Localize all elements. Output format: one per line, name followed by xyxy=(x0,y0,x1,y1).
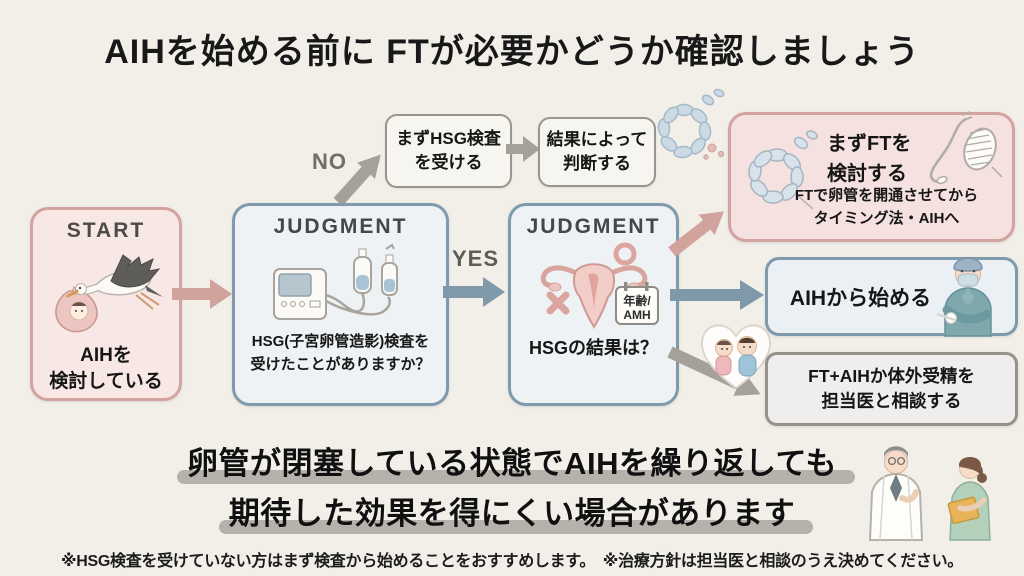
judgment1-box: JUDGMENT HSG(子宮卵管造影)検査を 受けたことがありますか？ xyxy=(232,203,449,406)
judgment2-question: HSGの結果は？ xyxy=(528,338,658,358)
cell-cluster-icon xyxy=(657,88,725,160)
start-text: AIHを 検討している xyxy=(49,345,163,392)
ft-subtitle: FTで卵管を開通させてから タイミング法・AIHへ xyxy=(794,187,979,227)
box-result: 結果によって 判断する xyxy=(538,117,656,187)
box-hsg-first: まずHSG検査 を受ける xyxy=(385,114,512,188)
warning-line1: 卵管が閉塞している状態でAIHを繰り返しても xyxy=(177,438,855,484)
consult-box-line1: FT+AIHか体外受精を xyxy=(808,365,975,386)
surgeon-illustration xyxy=(936,257,992,337)
hsg-machine-illustration xyxy=(272,243,398,320)
ft-box: まずFTを 検討する FTで卵管を開通させてから タイミング法・AIHへ xyxy=(728,111,1015,242)
footer-note: ※HSG検査を受けていない方はまず検査から始めることをおすすめします。 ※治療方… xyxy=(60,553,963,570)
calendar-text-line1: 年齢/ xyxy=(623,293,651,308)
consult-box-line2: 担当医と相談する xyxy=(821,391,962,411)
box-hsg-first-line2: を受ける xyxy=(414,153,483,172)
box-hsg-first-line1: まずHSG検査 xyxy=(396,129,501,149)
aih-box-text: AIHから始める xyxy=(789,286,932,310)
ft-title: まずFTを 検討する xyxy=(827,133,912,185)
arrow-to-ft-icon xyxy=(668,211,725,257)
start-label: START xyxy=(66,219,146,242)
judgment2-label: JUDGMENT xyxy=(526,215,661,238)
warning-line2: 期待した効果を得にくい場合があります xyxy=(218,488,814,534)
arrow-start-to-judgment1-icon xyxy=(172,279,232,309)
uterus-illustration: 年齢/ AMH xyxy=(540,242,659,329)
start-box: START AIHを 検討している xyxy=(30,207,182,401)
judgment2-box: JUDGMENT 年齢/ AMH HSGの結果は？ xyxy=(508,203,679,406)
judgment1-label: JUDGMENT xyxy=(273,215,408,238)
stork-baby-illustration xyxy=(55,254,163,333)
page-title: AIHを始める前に FTが必要かどうか確認しましょう xyxy=(104,33,920,71)
box-result-line1: 結果によって xyxy=(546,130,648,150)
arrow-hsg-to-result-icon xyxy=(506,136,540,162)
arrow-to-aih-icon xyxy=(670,280,764,310)
consult-box: FT+AIHか体外受精を 担当医と相談する xyxy=(765,352,1018,426)
warning-message: 卵管が閉塞している状態でAIHを繰り返しても 期待した効果を得にくい場合がありま… xyxy=(0,438,1024,538)
heart-twins-illustration xyxy=(700,324,772,390)
ft-catheter-icon xyxy=(929,111,1003,185)
arrow-yes-icon xyxy=(443,277,505,307)
aih-box: AIHから始める xyxy=(765,257,1018,337)
bead-ring-icon xyxy=(748,130,818,210)
calendar-text-line2: AMH xyxy=(623,308,650,322)
yes-label: YES xyxy=(452,246,500,271)
doctor-consultation-illustration xyxy=(868,446,991,541)
arrow-no-icon xyxy=(333,154,381,207)
box-result-line2: 判断する xyxy=(563,154,631,173)
no-label: NO xyxy=(312,149,347,174)
judgment1-question: HSG(子宮卵管造影)検査を 受けたことがありますか？ xyxy=(250,333,431,373)
